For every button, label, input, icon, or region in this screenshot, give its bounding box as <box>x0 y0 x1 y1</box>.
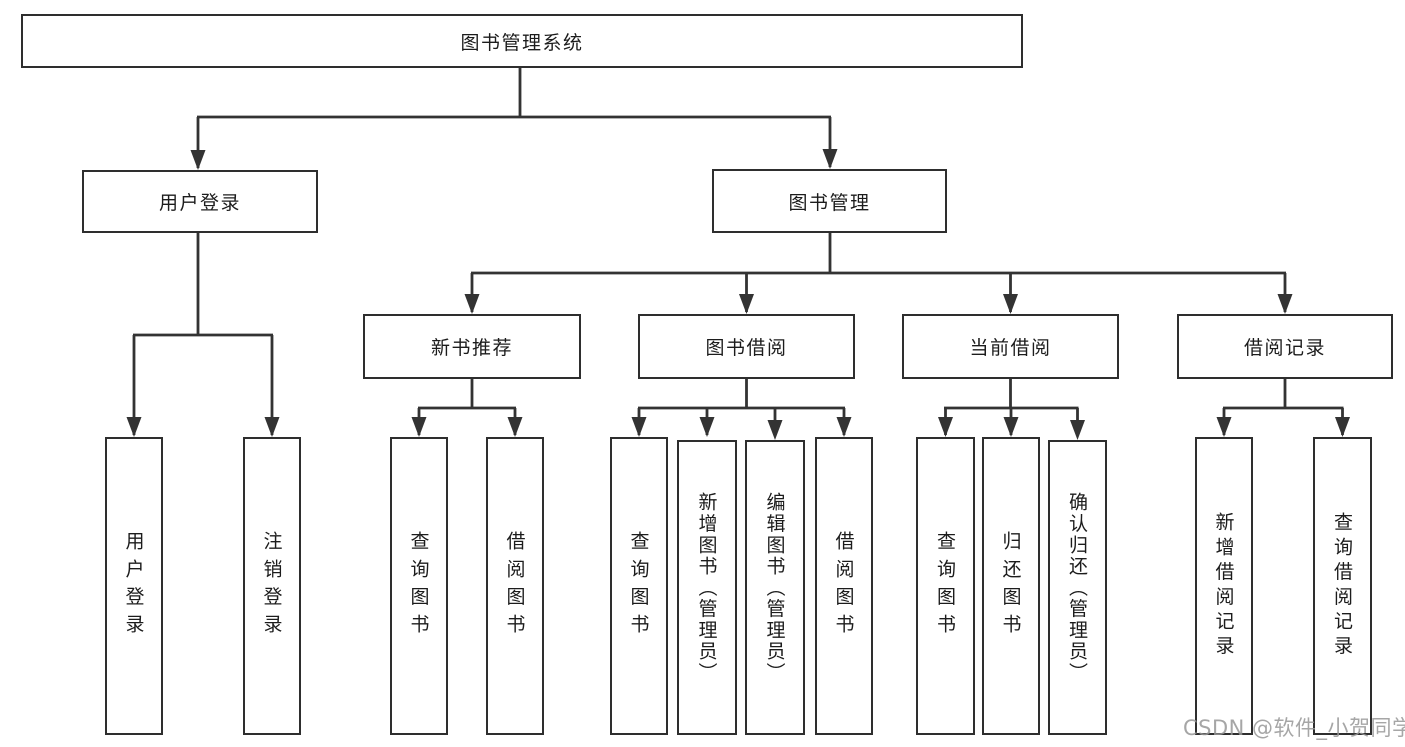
leaf-user-login: 用户登录 <box>105 437 163 735</box>
node-label: 查询图书 <box>934 530 956 642</box>
node-label: 查询图书 <box>627 530 650 642</box>
node-library-system: 图书管理系统 <box>21 14 1023 68</box>
node-label: 新书推荐 <box>430 337 513 359</box>
node-label: 确认归还（管理员） <box>1066 491 1088 684</box>
leaf-logout: 注销登录 <box>243 437 301 735</box>
node-book-borrow: 图书借阅 <box>638 314 855 379</box>
leaf-cb-confirm-return-admin: 确认归还（管理员） <box>1048 440 1107 735</box>
leaf-bb-borrow-books: 借阅图书 <box>815 437 873 735</box>
node-user-login-branch: 用户登录 <box>82 170 318 233</box>
node-label: 借阅记录 <box>1243 337 1326 359</box>
node-label: 当前借阅 <box>969 337 1052 359</box>
leaf-br-query-record: 查询借阅记录 <box>1313 437 1372 735</box>
node-label: 注销登录 <box>260 530 283 642</box>
leaf-cb-query-books: 查询图书 <box>916 437 975 735</box>
leaf-bb-query-books: 查询图书 <box>610 437 668 735</box>
node-label: 归还图书 <box>999 530 1022 642</box>
leaf-cb-return-books: 归还图书 <box>982 437 1040 735</box>
node-label: 借阅图书 <box>503 530 526 642</box>
node-label: 查询图书 <box>407 530 430 642</box>
leaf-rec-borrow-books: 借阅图书 <box>486 437 544 735</box>
node-label: 新增借阅记录 <box>1212 511 1235 661</box>
node-current-borrow: 当前借阅 <box>902 314 1119 379</box>
node-book-management: 图书管理 <box>712 169 947 233</box>
leaf-bb-edit-books-admin: 编辑图书（管理员） <box>745 440 805 735</box>
node-label: 图书管理 <box>788 191 871 214</box>
node-label: 借阅图书 <box>832 530 855 642</box>
node-label: 用户登录 <box>158 192 241 214</box>
node-borrow-records: 借阅记录 <box>1177 314 1393 379</box>
node-label: 用户登录 <box>122 530 145 642</box>
node-label: 新增图书（管理员） <box>695 491 718 684</box>
leaf-rec-query-books: 查询图书 <box>390 437 448 735</box>
leaf-br-add-record: 新增借阅记录 <box>1195 437 1253 735</box>
node-label: 查询借阅记录 <box>1331 511 1353 661</box>
node-label: 图书管理系统 <box>460 31 584 54</box>
node-label: 编辑图书（管理员） <box>763 491 786 684</box>
node-new-book-recommend: 新书推荐 <box>363 314 581 379</box>
leaf-bb-add-books-admin: 新增图书（管理员） <box>677 440 737 735</box>
csdn-watermark: CSDN @软件_小贺同学 <box>1183 716 1405 740</box>
node-label: 图书借阅 <box>705 337 788 359</box>
